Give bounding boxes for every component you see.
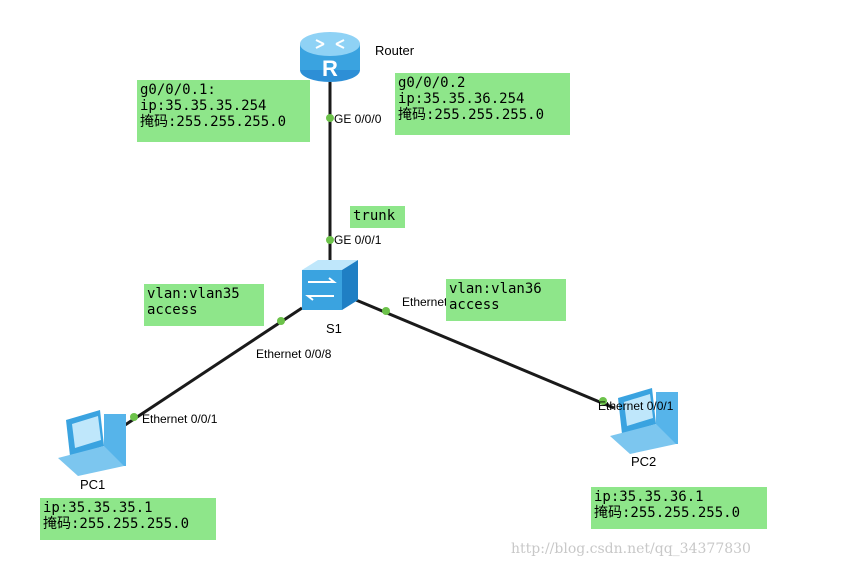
port-label-pc1-eth: Ethernet 0/0/1 [142, 412, 218, 426]
port-label-switch-e8: Ethernet 0/0/8 [256, 347, 332, 361]
note-trunk: trunk [350, 206, 405, 228]
port-dot-switch-ge [326, 236, 334, 244]
pc2-icon[interactable] [610, 388, 678, 454]
link-switch-pc2 [355, 298, 615, 410]
port-label-pc2-eth: Ethernet 0/0/1 [598, 399, 674, 413]
port-dot-router-ge [326, 114, 334, 122]
port-label-router-ge: GE 0/0/0 [334, 112, 382, 126]
watermark: http://blog.csdn.net/qq_34377830 [511, 541, 751, 557]
pc1-name: PC1 [80, 477, 106, 492]
pc1-icon[interactable] [58, 410, 126, 476]
port-label-switch-ge: GE 0/0/1 [334, 233, 382, 247]
switch-name: S1 [326, 321, 342, 336]
port-dot-pc1-eth [130, 413, 138, 421]
link-switch-pc1 [124, 306, 303, 427]
port-dot-pc2-eth [599, 397, 607, 405]
port-dot-switch-e8 [277, 317, 285, 325]
router-icon[interactable]: R [300, 32, 360, 82]
svg-text:R: R [322, 56, 338, 81]
port-dot-switch-e10 [382, 307, 390, 315]
router-name: Router [375, 43, 415, 58]
switch-icon[interactable] [302, 260, 358, 310]
pc2-name: PC2 [631, 454, 657, 469]
